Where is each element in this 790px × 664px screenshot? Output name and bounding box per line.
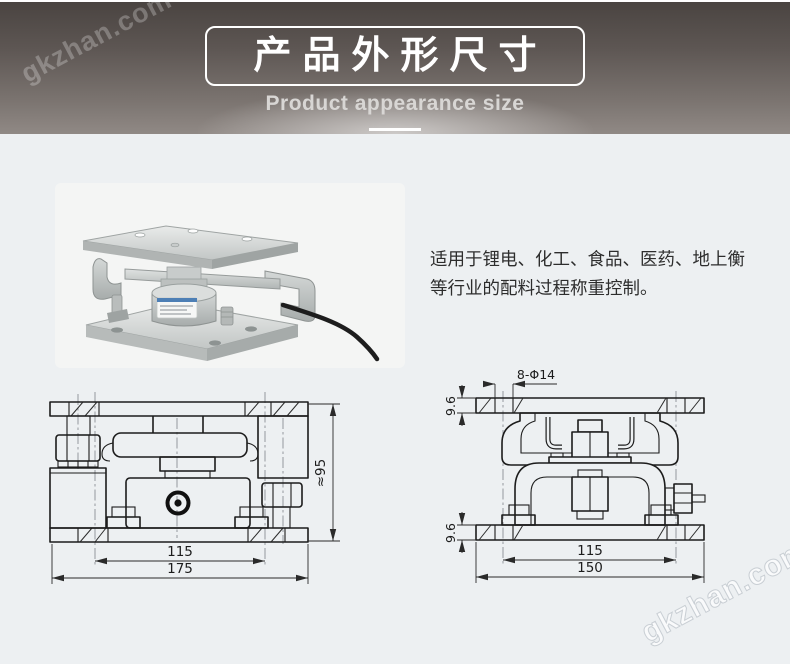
photo-load-cell xyxy=(151,266,217,327)
page-title: 产品外形尺寸 xyxy=(253,35,548,77)
side-dim-holes: 8-Φ14 xyxy=(483,367,557,398)
application-text-line2: 等行业的配料过程称重控制。 xyxy=(430,278,658,298)
watermark-top-left: gkzhan.com xyxy=(16,0,177,89)
photo-cable xyxy=(280,302,380,362)
product-photo xyxy=(55,183,405,368)
front-feet xyxy=(106,506,269,529)
front-bottom-plate xyxy=(49,527,309,543)
side-cable-connector xyxy=(664,483,706,514)
title-underline xyxy=(369,128,421,131)
top-divider xyxy=(0,0,790,2)
front-right-block xyxy=(257,415,309,529)
side-dim-top-thickness: 9.6 xyxy=(445,385,476,426)
side-dim-inner-width: 115 xyxy=(503,543,676,564)
application-text-line1: 适用于锂电、化工、食品、医药、地上衡 xyxy=(430,249,745,269)
page-subtitle: Product appearance size xyxy=(265,92,525,115)
side-bottom-plate xyxy=(475,524,705,541)
front-dim-outer-width: 175 xyxy=(51,544,309,584)
side-lower-housing xyxy=(514,462,666,526)
photo-top-plate xyxy=(82,225,299,269)
dim-label-side-115: 115 xyxy=(577,543,603,559)
side-upper-bracket xyxy=(501,412,679,466)
title-frame: 产品外形尺寸 xyxy=(205,26,585,86)
photo-base-bolt xyxy=(220,306,234,326)
banner-glow xyxy=(197,88,593,134)
front-top-plate xyxy=(49,401,309,417)
application-text: 适用于锂电、化工、食品、医药、地上衡 等行业的配料过程称重控制。 xyxy=(430,245,762,303)
dim-label-front-height: ≈95 xyxy=(313,459,329,488)
side-dim-bottom-thickness: 9.6 xyxy=(445,512,476,553)
dim-label-side-150: 150 xyxy=(577,560,603,576)
photo-left-bracket xyxy=(92,258,129,323)
dim-label-front-175: 175 xyxy=(167,561,193,577)
side-dim-outer-width: 150 xyxy=(475,542,705,583)
drawing-front-view: 115 175 ≈95 xyxy=(49,392,340,584)
front-left-bolt xyxy=(55,415,101,468)
header-banner: gkzhan.com 产品外形尺寸 Product appearance siz… xyxy=(0,0,790,134)
front-center-assembly xyxy=(101,416,259,529)
drawing-side-view: 8-Φ14 9.6 9.6 115 150 xyxy=(445,367,706,583)
front-dim-height: ≈95 xyxy=(308,403,340,542)
front-dim-inner-width: 115 xyxy=(95,544,265,565)
side-top-plate xyxy=(475,397,705,414)
dim-label-front-115: 115 xyxy=(167,544,193,560)
dim-label-bottom-plate: 9.6 xyxy=(445,523,458,543)
dim-label-hole-spec: 8-Φ14 xyxy=(517,367,555,382)
front-left-pedestal xyxy=(49,467,107,529)
dim-label-top-plate: 9.6 xyxy=(445,396,458,416)
